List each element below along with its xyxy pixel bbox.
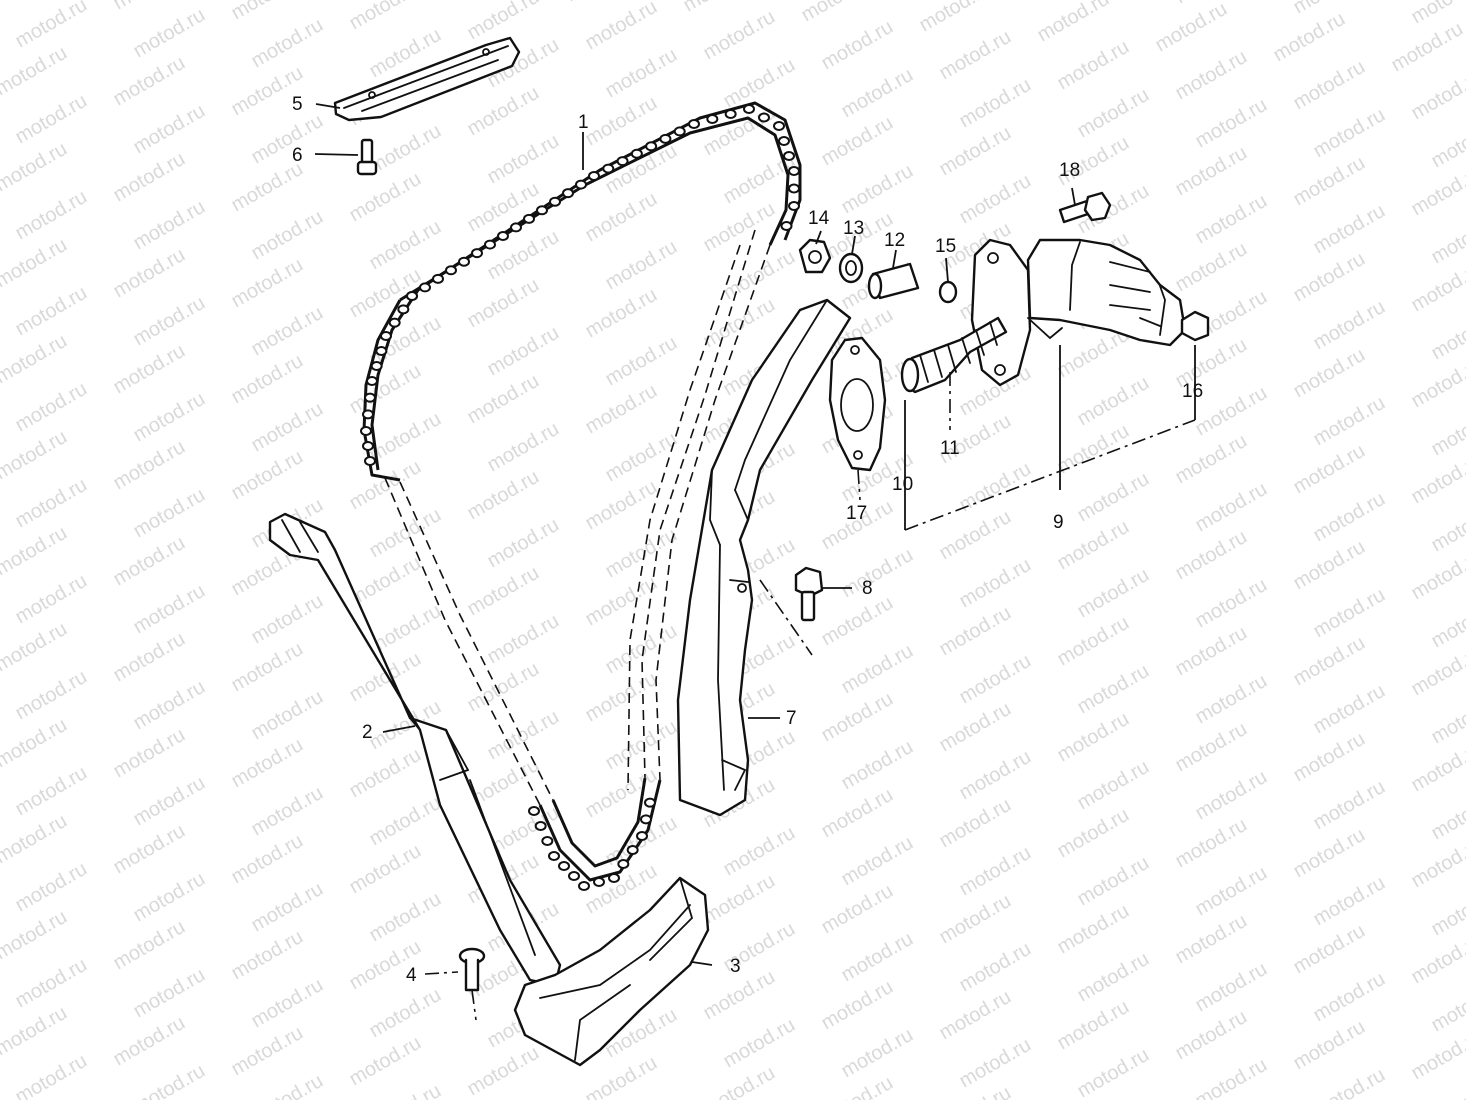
callout-9: 9 (1053, 512, 1064, 533)
chain-link (608, 873, 620, 883)
chain-link (626, 845, 639, 855)
chain-link (458, 256, 470, 267)
chain-tensioner-icon (900, 238, 1210, 394)
chain-link (362, 409, 374, 420)
chain-link (636, 831, 648, 841)
callout-5: 5 (292, 94, 303, 115)
chain-link (364, 392, 376, 403)
chain-link (645, 141, 658, 152)
callout-14: 14 (808, 208, 830, 229)
chain-link (602, 163, 615, 174)
chain-link (375, 346, 388, 356)
chain-link (536, 205, 548, 216)
tensioner-rail-bolt-icon (759, 566, 824, 656)
chain-link (743, 104, 755, 114)
chain-link (706, 114, 719, 124)
timing-chain-icon (360, 101, 802, 891)
chain-link (562, 188, 574, 199)
callout-3: 3 (730, 956, 741, 977)
chain-link (788, 183, 800, 194)
chain-link (673, 126, 686, 137)
chain-link (630, 148, 643, 159)
callout-12: 12 (884, 230, 905, 251)
callout-1: 1 (578, 112, 589, 133)
chain-link (773, 121, 785, 131)
chain-link (471, 248, 483, 259)
chain-link (497, 231, 509, 241)
chain-link (388, 317, 401, 328)
callout-2: 2 (362, 722, 373, 743)
callout-6: 6 (292, 145, 303, 166)
upper-guide-bolt-icon (356, 138, 378, 176)
callout-15: 15 (935, 236, 956, 257)
callout-11: 11 (940, 438, 960, 459)
tensioner-rail-icon (676, 298, 852, 817)
chain-link (659, 133, 672, 144)
chain-path-hidden-lines (384, 229, 771, 806)
chain-link (788, 166, 800, 176)
tensioner-bolt-icon (1058, 191, 1112, 224)
chain-link (380, 331, 392, 341)
chain-link (778, 136, 790, 146)
chain-link (549, 196, 561, 207)
chain-link (541, 836, 554, 846)
chain-link (534, 821, 547, 831)
callout-8: 8 (862, 578, 873, 599)
chain-link (617, 859, 630, 869)
chain-link (575, 179, 587, 190)
chain-link (688, 119, 700, 129)
chain-link (370, 361, 383, 371)
chain-link (523, 213, 535, 224)
chain-link (419, 282, 431, 293)
gasket-icon (828, 336, 887, 472)
callout-labels: 1 2 3 4 5 6 7 8 9 10 11 12 13 14 15 16 1… (292, 94, 1203, 986)
chain-link (783, 151, 795, 161)
assembly-bracket (857, 345, 1196, 531)
callout-17: 17 (846, 503, 867, 524)
chain-link (528, 806, 540, 816)
nut-icon (798, 238, 832, 274)
chain-link (432, 273, 444, 284)
chain-link (644, 797, 656, 808)
leader-lines (314, 103, 1076, 975)
callout-13: 13 (843, 218, 864, 239)
chain-link (758, 112, 770, 123)
chain-link (484, 239, 496, 250)
chain-link (593, 877, 605, 887)
guide-pin-icon (458, 947, 486, 1021)
chain-link (397, 304, 410, 315)
callout-18: 18 (1059, 160, 1080, 181)
chain-link (616, 156, 629, 167)
callout-7: 7 (786, 708, 797, 729)
callout-16: 16 (1182, 381, 1203, 402)
chain-link (445, 265, 457, 276)
chain-link (558, 861, 570, 871)
chain-link (406, 291, 418, 301)
left-chain-guide-icon (268, 512, 562, 987)
lower-guide-mount-icon (513, 876, 710, 1067)
chain-link (364, 456, 376, 466)
chain-link (578, 881, 590, 891)
chain-link (588, 171, 600, 181)
chain-link (548, 851, 560, 861)
chain-link (510, 222, 522, 233)
chain-link (724, 109, 737, 119)
callout-4: 4 (406, 965, 417, 986)
small-washer-icon (938, 280, 958, 304)
chain-link (360, 426, 372, 436)
chain-link (362, 441, 374, 451)
chain-link (788, 201, 800, 211)
chain-link (640, 814, 652, 825)
chain-link (366, 376, 378, 386)
chain-link (568, 871, 580, 881)
upper-guide-rail-icon (333, 36, 521, 122)
stud-icon (867, 262, 920, 300)
chain-link (780, 221, 793, 231)
washer-icon (838, 252, 864, 284)
callout-10: 10 (892, 474, 913, 495)
